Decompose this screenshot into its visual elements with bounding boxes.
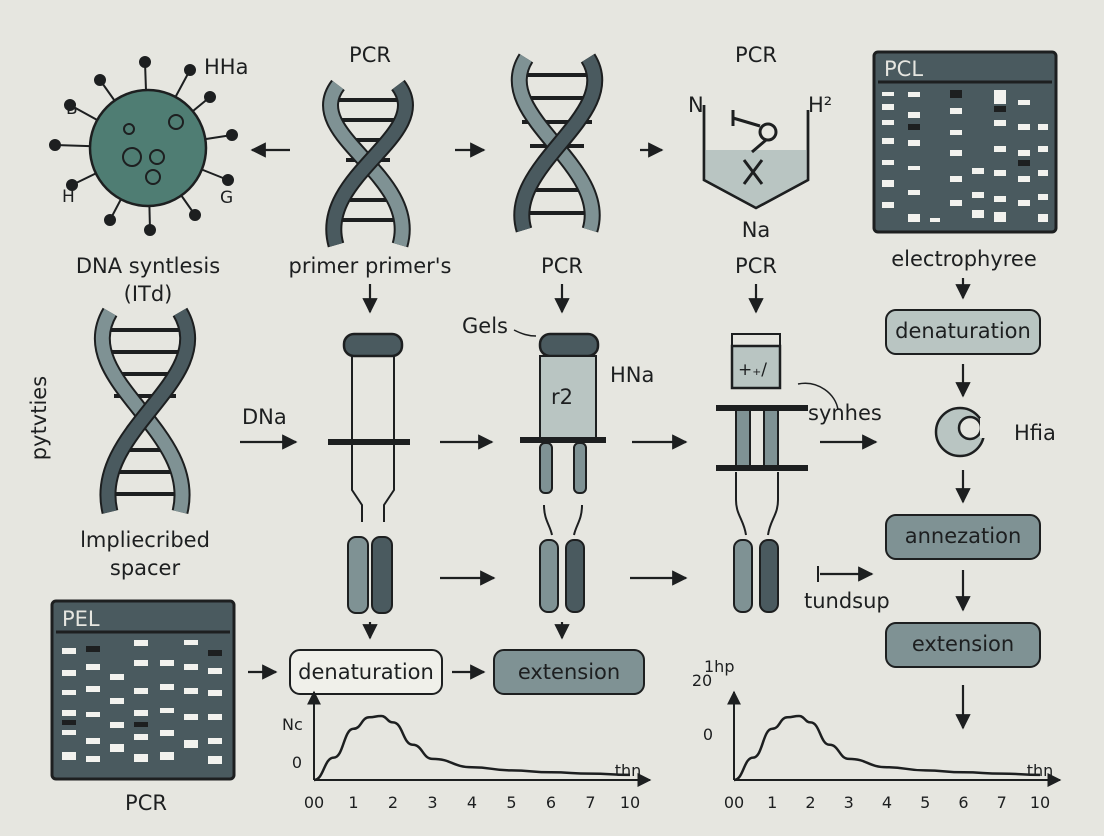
helix3-label: lmpliecribed: [80, 528, 210, 552]
chart-x-tick: 10: [1030, 793, 1050, 812]
gel-pel-caption: PCR: [125, 791, 167, 815]
helix3-side-label: pytvties: [27, 376, 51, 460]
chart-x-tick: 4: [882, 793, 892, 812]
chart-x-tick: 5: [506, 793, 516, 812]
chart-y-label: Nc: [282, 715, 303, 734]
chart-x-tick: 3: [844, 793, 854, 812]
gel-electrophoresis-pcl: [872, 50, 1058, 234]
virus-label-hha: HHa: [204, 55, 248, 79]
gels-label: Gels: [462, 314, 508, 338]
chart-x-tick: 2: [388, 793, 398, 812]
dna-synthesis-sublabel: (ITd): [124, 282, 173, 306]
tundsup-label: tundsup: [804, 589, 890, 613]
annealing-box-label: annezation: [905, 524, 1022, 548]
chart-x-label: thn: [615, 761, 642, 780]
denaturation-box-bottom: [289, 649, 443, 695]
chart-y-tick: 0: [292, 753, 302, 772]
virus-particle: [49, 56, 238, 236]
molecule-pcr-label: PCR: [735, 254, 777, 278]
amplification-chart-1: 00 1 2 3 4 5 6 7 10 0 Nc thn: [282, 690, 652, 812]
extension-box-right: [885, 622, 1041, 668]
dna-helix-3: [94, 307, 196, 515]
vial-sign: +₊/: [738, 360, 767, 380]
flow-arrows: [240, 142, 971, 730]
chart-x-tick: 7: [585, 793, 595, 812]
chart-x-tick: 5: [920, 793, 930, 812]
molecule-title: PCR: [735, 43, 777, 67]
denaturation-box-bottom-label: denaturation: [298, 660, 434, 684]
chart-x-tick: 1: [348, 793, 358, 812]
synthesis-label: synhes: [808, 401, 882, 425]
chart-x-tick: 00: [304, 793, 324, 812]
gel-pel-title: PEL: [62, 607, 100, 631]
dna-helix-1: [322, 79, 414, 248]
electrophoresis-label: electrophyree: [891, 247, 1037, 271]
molecule-label-na: Na: [742, 218, 771, 242]
virus-label-h: H: [62, 187, 75, 207]
extension-box-bottom: [493, 649, 645, 695]
denaturation-box-right: [885, 309, 1041, 355]
helix1-title: PCR: [349, 43, 391, 67]
chart-y-tick: 0: [703, 725, 713, 744]
enzyme-icon: [934, 406, 992, 458]
annealing-box: [885, 514, 1041, 560]
virus-label-b: B: [66, 99, 78, 119]
dna-synthesis-label: DNA syntlesis: [76, 254, 220, 278]
chart-x-tick: 1: [767, 793, 777, 812]
chart-x-tick: 10: [620, 793, 640, 812]
gel-electrophoresis-pel: [50, 599, 236, 781]
amplification-chart-2: 00 1 2 3 4 5 6 7 10 20 0 1hp thn: [692, 657, 1062, 812]
molecule-label-n: N: [688, 93, 704, 117]
tube2-label: r2: [551, 385, 573, 409]
primer-label: primer primer's: [288, 254, 451, 278]
dna-arrow-label: DNa: [242, 405, 287, 429]
chart-x-tick: 4: [467, 793, 477, 812]
gel-pcl-title: PCL: [884, 57, 923, 81]
chart-x-tick: 3: [427, 793, 437, 812]
chart-x-tick: 2: [805, 793, 815, 812]
virus-label-g: G: [220, 188, 233, 208]
enzyme-label: Hfia: [1014, 421, 1056, 445]
pcr-tube-3: [716, 333, 839, 613]
pcr-tube-2: [513, 329, 606, 613]
helix3-sublabel: spacer: [110, 556, 181, 580]
extension-box-bottom-label: extension: [518, 660, 620, 684]
molecule-label-h2: H²: [808, 93, 832, 117]
chart-x-tick: 6: [958, 793, 968, 812]
molecule-ring: [702, 105, 810, 210]
dna-helix-2: [510, 53, 604, 233]
hna-label: HNa: [610, 363, 654, 387]
helix2-label: PCR: [541, 254, 583, 278]
chart-x-tick: 00: [724, 793, 744, 812]
chart-y-label: 1hp: [704, 657, 734, 676]
chart-series-line: [313, 714, 631, 782]
pcr-tube-1: [328, 332, 410, 614]
denaturation-box-right-label: denaturation: [895, 319, 1031, 343]
extension-box-right-label: extension: [912, 632, 1014, 656]
chart-y-tick: 20: [692, 671, 712, 690]
chart-x-tick: 7: [997, 793, 1007, 812]
chart-x-label: thn: [1027, 761, 1054, 780]
chart-series-line: [733, 714, 1041, 782]
chart-x-tick: 6: [546, 793, 556, 812]
